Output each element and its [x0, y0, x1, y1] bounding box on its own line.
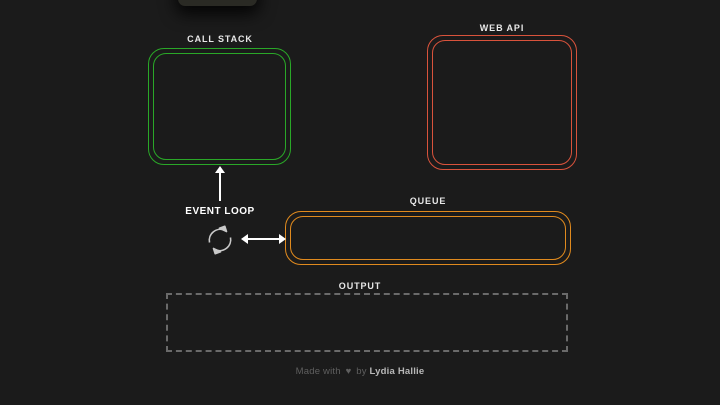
call-stack-container[interactable]	[148, 48, 291, 165]
web-api-label: WEB API	[479, 23, 525, 33]
arrow-left-right-icon	[241, 234, 286, 244]
arrow-up-icon	[215, 166, 225, 201]
output-label: OUTPUT	[338, 281, 382, 291]
queue-label: QUEUE	[409, 196, 447, 206]
footer-prefix: Made with	[295, 366, 341, 377]
cycle-arrows-icon	[200, 220, 240, 260]
code-frame-cropped	[178, 0, 257, 6]
queue-container[interactable]	[285, 211, 571, 265]
web-api-container[interactable]	[427, 35, 577, 170]
output-container[interactable]	[166, 293, 568, 352]
event-loop-label: EVENT LOOP	[185, 206, 255, 217]
call-stack-label: CALL STACK	[187, 34, 253, 44]
footer-connector: by	[356, 366, 367, 377]
heart-icon: ♥	[345, 366, 352, 377]
footer-author[interactable]: Lydia Hallie	[369, 366, 425, 377]
footer-credit: Made with ♥ by Lydia Hallie	[0, 366, 720, 377]
